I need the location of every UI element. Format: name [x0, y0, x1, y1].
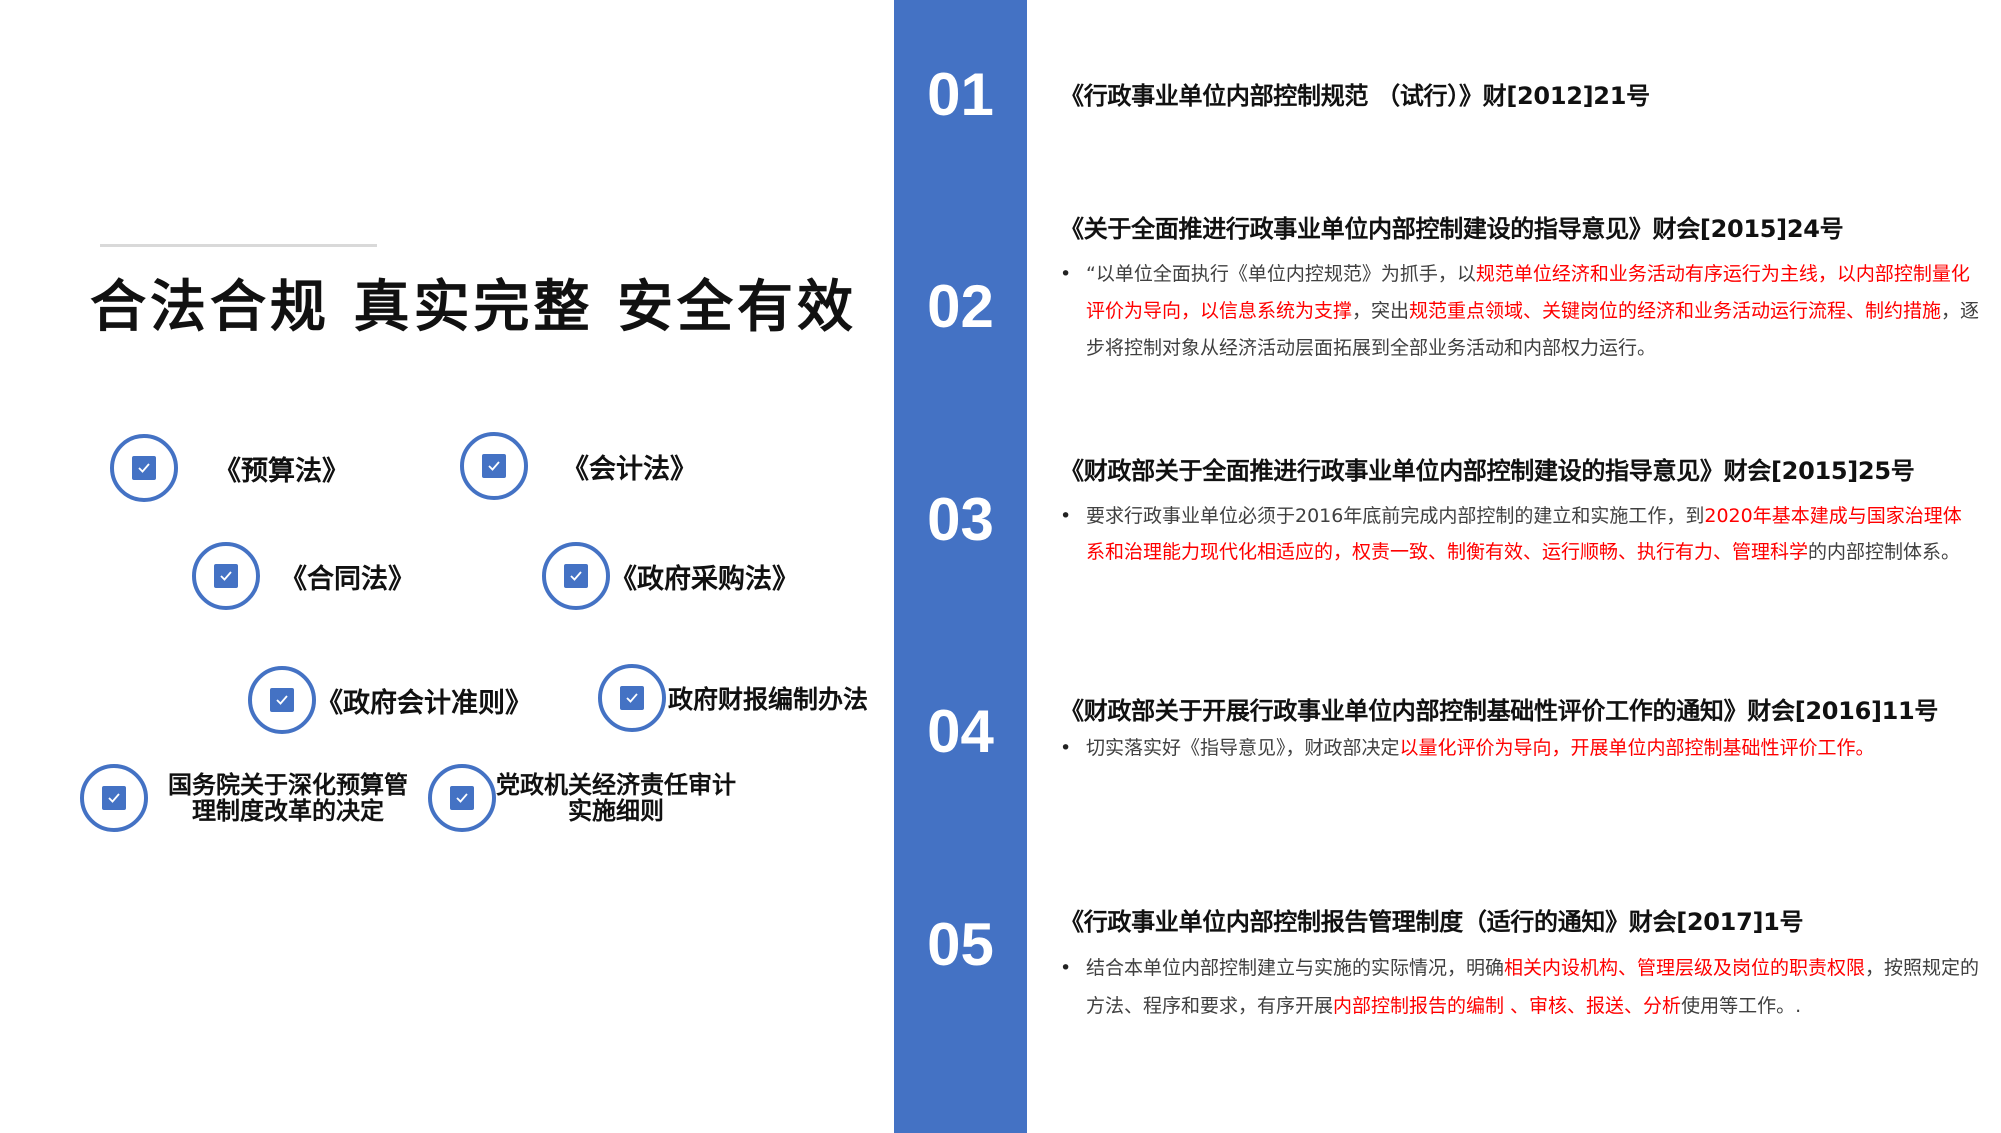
bullet-highlight: 规范单位经济和业务活动有序运行为主线，以内部控制量化评价为导向，以信息系统为支撑	[1086, 263, 1970, 322]
law-label: 《合同法》	[280, 563, 415, 595]
section-bullet: 结合本单位内部控制建立与实施的实际情况，明确相关内设机构、管理层级及岗位的职责权…	[1060, 949, 1980, 1025]
checkbox-checked-icon	[132, 456, 156, 480]
checkbox-checked-icon	[620, 686, 644, 710]
section-05: 《行政事业单位内部控制报告管理制度（适行的通知》财会[2017]1号 结合本单位…	[1060, 902, 1980, 1025]
check-circle-icon	[110, 434, 178, 502]
bullet-text: ，突出	[1352, 300, 1410, 322]
check-circle-icon	[248, 666, 316, 734]
section-number-01: 01	[927, 61, 994, 128]
law-item-budget-reform-decision: 国务院关于深化预算管理制度改革的决定	[80, 764, 416, 832]
law-label: 《预算法》	[214, 455, 349, 487]
law-item-gov-accounting-standards: 《政府会计准则》	[248, 666, 532, 734]
check-circle-icon	[598, 664, 666, 732]
bullet-text: 结合本单位内部控制建立与实施的实际情况，明确	[1086, 957, 1505, 979]
bullet-text: 切实落实好《指导意见》，财政部决定	[1086, 737, 1400, 759]
law-label: 《政府会计准则》	[316, 687, 532, 719]
section-04: 《财政部关于开展行政事业单位内部控制基础性评价工作的通知》财会[2016]11号…	[1060, 691, 1980, 767]
bullet-text: ，按照规定的方法、程序和要求，有序开展	[1086, 957, 1980, 1017]
section-02: 《关于全面推进行政事业单位内部控制建设的指导意见》财会[2015]24号 “以单…	[1060, 209, 1980, 367]
section-title: 《行政事业单位内部控制规范 （试行）》财[2012]21号	[1060, 82, 1650, 110]
section-bullet: 切实落实好《指导意见》，财政部决定以量化评价为导向，开展单位内部控制基础性评价工…	[1060, 730, 1980, 767]
bullet-text: 使用等工作。.	[1681, 995, 1802, 1017]
title-divider-line	[100, 244, 377, 247]
law-label: 《政府采购法》	[610, 563, 799, 595]
checkbox-checked-icon	[102, 786, 126, 810]
check-circle-icon	[460, 432, 528, 500]
bullet-text: 要求行政事业单位必须于2016年底前完成内部控制的建立和实施工作，到	[1086, 505, 1705, 527]
section-number-03: 03	[927, 486, 994, 553]
checkbox-checked-icon	[564, 564, 588, 588]
law-label: 政府财报编制办法	[668, 685, 869, 714]
check-circle-icon	[192, 542, 260, 610]
bullet-text: ，逐步将控制对象从经济活动层面拓展到全部业务活动和内部权力运行。	[1086, 300, 1980, 359]
bullet-text: “以单位全面执行《单位内控规范》为抓手，以	[1086, 263, 1476, 285]
bullet-highlight: 以量化评价为导向，开展单位内部控制基础性评价工作。	[1399, 737, 1875, 759]
section-bullet: “以单位全面执行《单位内控规范》为抓手，以规范单位经济和业务活动有序运行为主线，…	[1060, 256, 1980, 367]
law-item-gov-financial-report: 政府财报编制办法	[598, 664, 868, 732]
section-title: 《财政部关于全面推进行政事业单位内部控制建设的指导意见》财会[2015]25号	[1060, 457, 1915, 485]
checkbox-checked-icon	[214, 564, 238, 588]
law-label: 《会计法》	[562, 453, 697, 485]
section-bullet: 要求行政事业单位必须于2016年底前完成内部控制的建立和实施工作，到2020年基…	[1060, 498, 1980, 570]
check-circle-icon	[542, 542, 610, 610]
checkbox-checked-icon	[270, 688, 294, 712]
bullet-highlight: 相关内设机构、管理层级及岗位的职责权限	[1504, 957, 1866, 979]
law-item-economic-audit-rules: 党政机关经济责任审计实施细则	[428, 764, 736, 832]
bullet-text: 的内部控制体系。	[1808, 541, 1961, 563]
checkbox-checked-icon	[482, 454, 506, 478]
bullet-highlight: 规范重点领域、关键岗位的经济和业务活动运行流程、制约措施	[1409, 300, 1942, 322]
bullet-highlight: 内部控制报告的编制 、审核、报送、分析	[1333, 995, 1682, 1017]
check-circle-icon	[428, 764, 496, 832]
check-circle-icon	[80, 764, 148, 832]
section-number-05: 05	[927, 911, 994, 978]
law-item-accounting: 《会计法》	[460, 432, 697, 500]
section-title: 《行政事业单位内部控制报告管理制度（适行的通知》财会[2017]1号	[1060, 908, 1804, 936]
law-item-budget: 《预算法》	[110, 434, 349, 502]
checkbox-checked-icon	[450, 786, 474, 810]
law-label: 党政机关经济责任审计实施细则	[496, 771, 736, 825]
timeline-band	[894, 0, 1027, 1133]
section-number-02: 02	[927, 273, 994, 340]
section-title: 《财政部关于开展行政事业单位内部控制基础性评价工作的通知》财会[2016]11号	[1060, 697, 1939, 725]
section-title: 《关于全面推进行政事业单位内部控制建设的指导意见》财会[2015]24号	[1060, 215, 1844, 243]
section-01: 《行政事业单位内部控制规范 （试行）》财[2012]21号	[1060, 76, 1980, 111]
page-title: 合法合规 真实完整 安全有效	[90, 275, 857, 340]
law-item-procurement: 《政府采购法》	[542, 542, 799, 610]
section-03: 《财政部关于全面推进行政事业单位内部控制建设的指导意见》财会[2015]25号 …	[1060, 451, 1980, 570]
law-item-contract: 《合同法》	[192, 542, 415, 610]
law-label: 国务院关于深化预算管理制度改革的决定	[168, 771, 408, 825]
bullet-highlight: 2020年基本建成与国家治理体系和治理能力现代化相适应的，权责一致、制衡有效、运…	[1086, 505, 1962, 563]
section-number-04: 04	[927, 698, 994, 765]
